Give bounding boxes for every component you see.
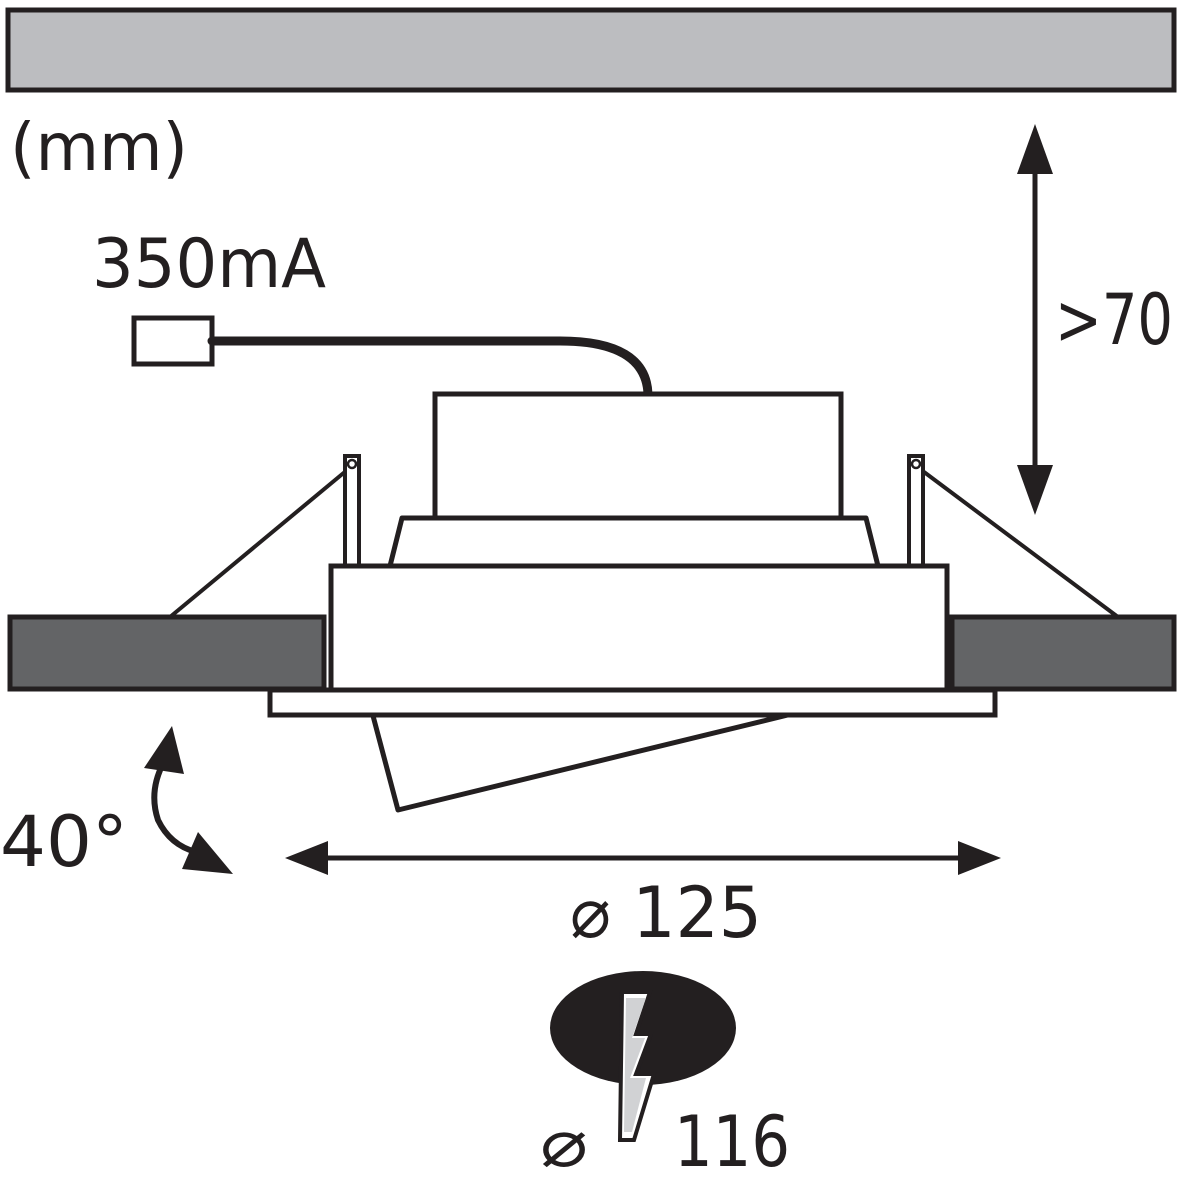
clip-post-right xyxy=(907,454,925,568)
ceiling-panel-right xyxy=(949,614,1177,692)
tilt-arrow xyxy=(144,726,233,874)
led-module-housing xyxy=(432,391,844,521)
cutout-diameter-symbol: ⌀ xyxy=(540,1105,588,1182)
depth-dimension-arrow xyxy=(1017,124,1053,515)
spring-clip-left xyxy=(168,464,354,619)
tilt-angle-label: 40° xyxy=(0,801,128,883)
outer-diameter-arrow xyxy=(285,841,1001,875)
heatsink xyxy=(387,515,881,569)
trim-flange xyxy=(267,687,998,718)
outer-diameter-label: ⌀ 125 xyxy=(570,872,762,954)
tilted-lamp-insert xyxy=(369,709,803,813)
ceiling-slab xyxy=(5,7,1177,93)
current-label: 350mA xyxy=(92,225,326,304)
cutout-hole-icon xyxy=(550,971,736,1142)
unit-label: (mm) xyxy=(10,109,188,186)
driver-cable xyxy=(207,336,653,399)
ceiling-panel-left xyxy=(7,614,327,692)
led-driver-box xyxy=(131,315,215,367)
spring-clip-right xyxy=(914,464,1120,619)
cutout-diameter-label: 116 xyxy=(674,1101,790,1183)
min-depth-label: >70 xyxy=(1055,279,1173,361)
housing-body xyxy=(328,563,950,693)
clip-post-left xyxy=(343,454,361,568)
